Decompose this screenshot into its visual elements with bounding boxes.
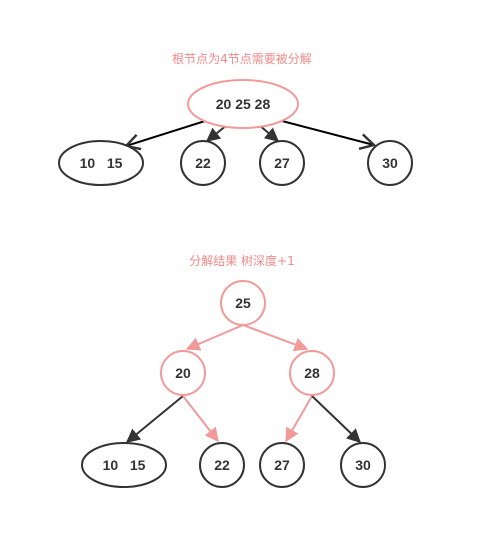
bottom-leaf-node-22: 22 xyxy=(199,442,245,488)
edge-25-to-28 xyxy=(242,324,309,352)
edge-20-to-22 xyxy=(182,395,219,443)
bottom-leaf-node-27: 27 xyxy=(259,442,305,488)
bottom-mid-node-28: 28 xyxy=(289,350,335,396)
edge-28-to-27 xyxy=(285,395,313,443)
bottom-mid-label: 28 xyxy=(304,365,320,381)
top-child-node-30: 30 xyxy=(367,140,413,186)
bottom-leaf-node-30: 30 xyxy=(340,442,386,488)
bottom-mid-node-20: 20 xyxy=(160,350,206,396)
edge-25-to-20 xyxy=(185,324,244,351)
edge-root-to-10-15 xyxy=(123,120,206,151)
top-child-label: 10 15 xyxy=(80,155,123,171)
bottom-leaf-label: 22 xyxy=(214,457,230,473)
top-child-node-10-15: 10 15 xyxy=(58,140,144,186)
bottom-leaf-label: 10 15 xyxy=(103,457,146,473)
edge-28-to-30 xyxy=(311,395,362,443)
bottom-caption: 分解结果 树深度+1 xyxy=(189,253,295,268)
top-child-node-27: 27 xyxy=(259,140,305,186)
edge-root-to-27 xyxy=(258,124,280,142)
bottom-leaf-node-10-15: 10 15 xyxy=(81,442,167,488)
edge-root-to-30 xyxy=(281,120,377,151)
bottom-root-label: 25 xyxy=(235,295,251,311)
bottom-root-node: 25 xyxy=(220,280,266,326)
bottom-leaf-label: 30 xyxy=(355,457,371,473)
top-caption: 根节点为4节点需要被分解 xyxy=(172,52,312,66)
bottom-leaf-label: 27 xyxy=(274,457,290,473)
edge-root-to-22 xyxy=(205,124,228,142)
top-child-label: 27 xyxy=(274,155,290,171)
edge-20-to-10-15 xyxy=(125,395,184,443)
bottom-mid-label: 20 xyxy=(175,365,191,381)
top-root-node: 20 25 28 xyxy=(187,79,299,129)
top-child-label: 22 xyxy=(195,155,211,171)
top-child-node-22: 22 xyxy=(180,140,226,186)
top-child-label: 30 xyxy=(382,155,398,171)
top-root-label: 20 25 28 xyxy=(216,96,271,112)
